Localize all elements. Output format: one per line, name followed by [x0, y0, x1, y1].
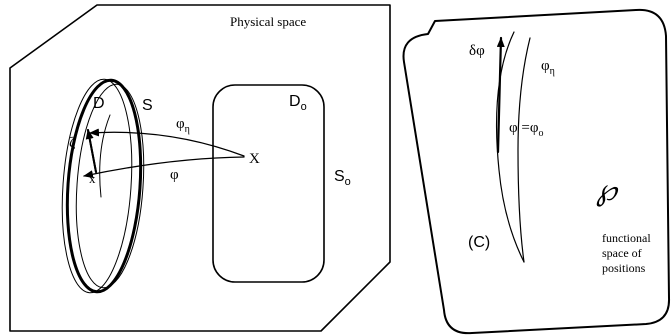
functional-space-panel: δφ φη φ =φo ℘ (C) functional space of po… [402, 8, 671, 335]
phi-eta-label: φη [176, 116, 190, 135]
zeta-arc [99, 114, 111, 198]
physical-space-boundary [9, 4, 391, 332]
boundary-S-label: S [142, 97, 153, 114]
zeta-line [87, 129, 97, 173]
curve-phi-eta [517, 37, 531, 263]
boundary-S0-label: So [334, 168, 351, 188]
phi-eta-curve-label: φη [541, 58, 555, 77]
zeta-label: ζ [69, 135, 75, 151]
delta-phi-label: δφ [469, 43, 485, 59]
region-D0-label: Do [289, 93, 307, 113]
region-D-label: D [93, 95, 105, 112]
mapping-arrow-phi-eta [89, 128, 245, 157]
point-X-label: X [249, 151, 260, 167]
point-x-label: x [89, 171, 96, 186]
region-D0-boundary [212, 84, 325, 283]
region-D-inner [75, 83, 145, 289]
boundary-S-outer [61, 78, 133, 294]
functional-space-caption: functional space of positions [602, 231, 654, 275]
physical-space-title: Physical space [230, 14, 306, 29]
curve-C [495, 31, 525, 263]
script-P-symbol: ℘ [596, 174, 619, 207]
functional-space-boundary [402, 8, 671, 335]
phi-label: φ [170, 167, 179, 183]
curve-C-label: (C) [468, 234, 490, 251]
phi-equals-phi0-label: φ =φo [509, 120, 544, 139]
boundary-S [65, 78, 143, 294]
delta-phi-arrow [496, 36, 505, 154]
mapping-arrow-phi [83, 156, 245, 179]
physical-space-panel: Physical space D S ζ x Do So X φη φ [9, 4, 391, 332]
